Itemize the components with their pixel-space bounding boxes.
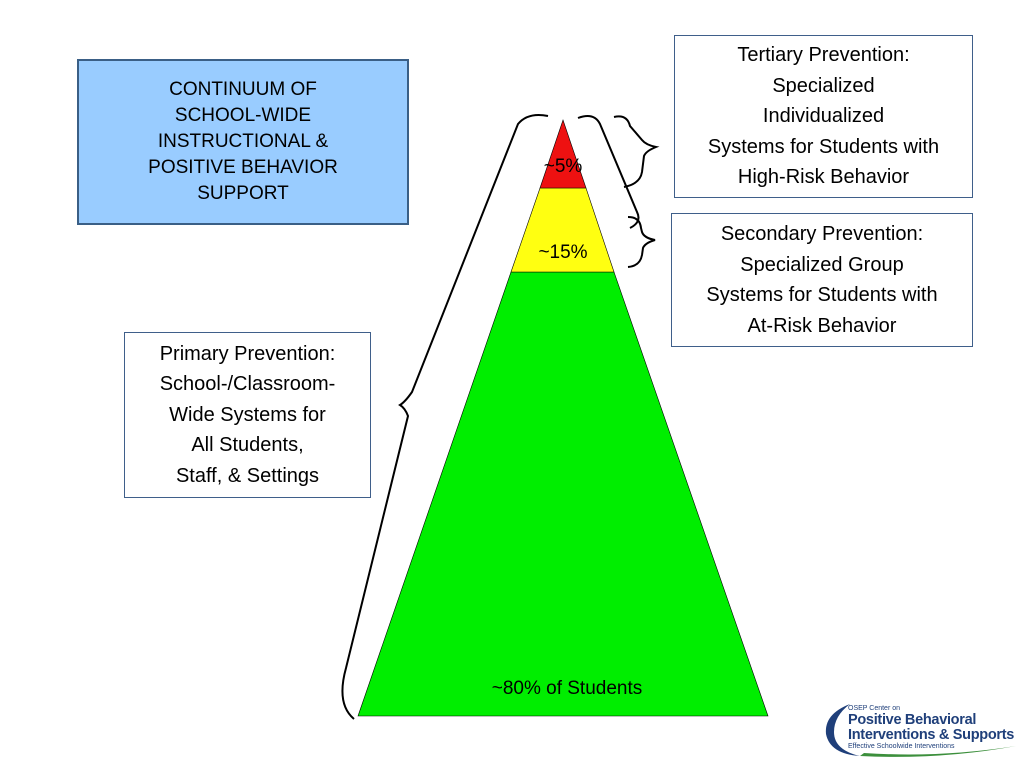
tertiary-line: Systems for Students with xyxy=(707,135,940,158)
tertiary-bracket xyxy=(577,115,640,229)
logo-line1: Positive Behavioral xyxy=(848,712,977,728)
logo-line2: Interventions & Supports xyxy=(848,727,1015,743)
secondary-brace xyxy=(627,216,656,268)
tertiary-line: Tertiary Prevention: xyxy=(737,44,910,67)
tertiary-brace xyxy=(613,115,660,188)
secondary-prevention-box: Secondary Prevention: Specialized Group … xyxy=(671,213,973,347)
primary-line: Wide Systems for xyxy=(169,403,326,426)
secondary-line: Systems for Students with xyxy=(706,284,938,306)
pbis-logo: OSEP Center on Positive Behavioral Inter… xyxy=(820,700,1020,760)
tier-tertiary-label: ~5% xyxy=(544,156,583,177)
tier-tertiary xyxy=(539,119,587,189)
primary-prevention-box: Primary Prevention: School-/Classroom- W… xyxy=(124,332,371,498)
logo-top-text: OSEP Center on xyxy=(848,705,901,712)
primary-line: Primary Prevention: xyxy=(159,342,336,365)
tertiary-line: High-Risk Behavior xyxy=(737,166,910,189)
title-line: POSITIVE BEHAVIOR xyxy=(148,157,338,178)
primary-line: All Students, xyxy=(191,434,304,457)
title-line: INSTRUCTIONAL & xyxy=(157,131,329,152)
tertiary-line: Specialized xyxy=(772,74,875,97)
logo-tagline: Effective Schoolwide Interventions xyxy=(848,743,955,750)
secondary-line: Specialized Group xyxy=(740,253,904,276)
secondary-line: At-Risk Behavior xyxy=(747,314,897,337)
tier-secondary-label: ~15% xyxy=(538,242,587,263)
tier-primary-label: ~80% of Students xyxy=(492,678,643,699)
title-line: SUPPORT xyxy=(197,183,289,204)
logo-swoosh-icon xyxy=(825,704,1016,757)
title-line: SCHOOL-WIDE xyxy=(174,105,312,126)
tertiary-line: Individualized xyxy=(762,105,885,128)
primary-line: Staff, & Settings xyxy=(175,464,320,487)
title-box: CONTINUUM OF SCHOOL-WIDE INSTRUCTIONAL &… xyxy=(77,59,409,225)
primary-brace xyxy=(341,114,549,720)
primary-line: School-/Classroom- xyxy=(159,373,336,396)
tertiary-prevention-box: Tertiary Prevention: Specialized Individ… xyxy=(674,35,973,198)
title-line: CONTINUUM OF xyxy=(169,79,317,100)
secondary-line: Secondary Prevention: xyxy=(720,223,924,245)
